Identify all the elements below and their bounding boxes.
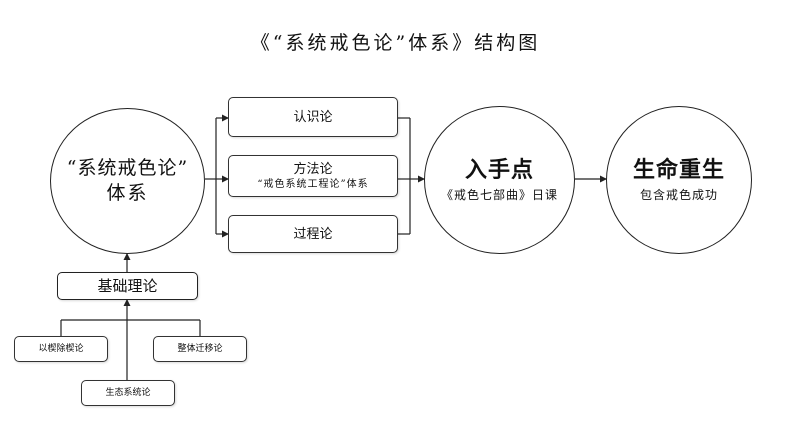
method-label: 方法论 bbox=[293, 161, 333, 177]
entry-point-circle: 入手点 《戒色七部曲》日课 bbox=[424, 106, 575, 254]
life-rebirth-circle: 生命重生 包含戒色成功 bbox=[606, 106, 752, 254]
method-box: 方法论 “戒色系统工程论”体系 bbox=[228, 155, 398, 197]
diagram-title: 《“系统戒色论”体系》结构图 bbox=[250, 32, 541, 54]
foundation-label: 基础理论 bbox=[97, 277, 158, 295]
theory-right-label: 整体迁移论 bbox=[177, 344, 223, 354]
foundation-box: 基础理论 bbox=[57, 272, 198, 300]
life-rebirth-title: 生命重生 bbox=[632, 158, 725, 183]
method-subtitle: “戒色系统工程论”体系 bbox=[257, 178, 369, 190]
process-label: 过程论 bbox=[293, 226, 333, 242]
cognition-label: 认识论 bbox=[293, 109, 333, 125]
theory-eco-label: 生态系统论 bbox=[105, 388, 151, 398]
theory-right-box: 整体迁移论 bbox=[153, 336, 247, 362]
entry-point-title: 入手点 bbox=[464, 158, 534, 183]
theory-left-label: 以楔除楔论 bbox=[38, 344, 84, 354]
cognition-box: 认识论 bbox=[228, 97, 398, 137]
process-box: 过程论 bbox=[228, 215, 398, 253]
system-title: “系统戒色论” bbox=[66, 157, 189, 179]
theory-left-box: 以楔除楔论 bbox=[14, 336, 108, 362]
theory-eco-box: 生态系统论 bbox=[81, 380, 175, 406]
life-rebirth-subtitle: 包含戒色成功 bbox=[639, 188, 718, 202]
entry-point-subtitle: 《戒色七部曲》日课 bbox=[440, 188, 558, 202]
system-subtitle: 体系 bbox=[106, 182, 149, 204]
system-circle: “系统戒色论” 体系 bbox=[50, 108, 205, 254]
